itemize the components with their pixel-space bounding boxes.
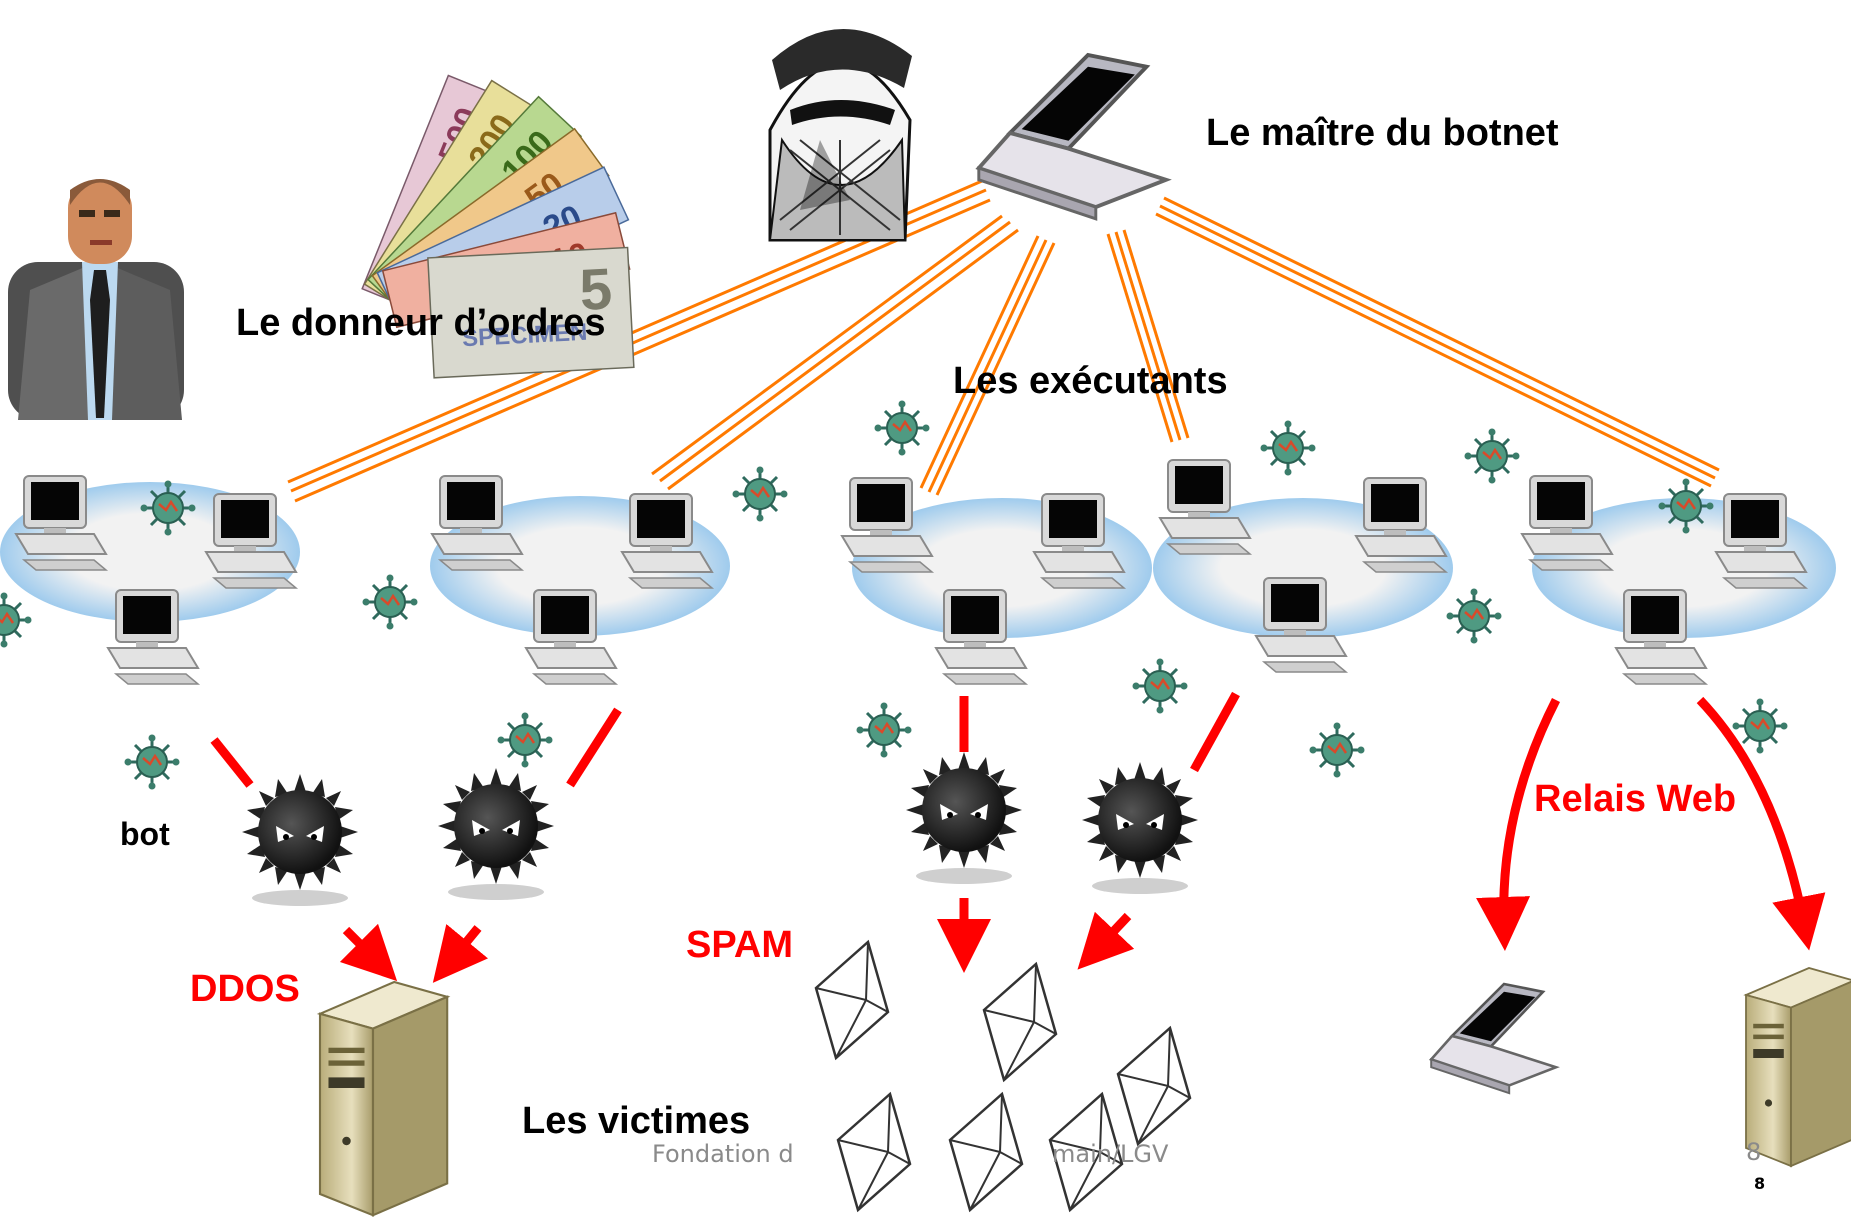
- virus-icon: [873, 399, 931, 457]
- victims-label: Les victimes: [522, 1100, 751, 1142]
- sponsor-label: Le donneur d’ordres: [236, 302, 606, 344]
- botnet-master-hacker-illustration: [768, 28, 912, 242]
- footer-left-text: Fondation d: [652, 1140, 794, 1168]
- victim-server-ddos: [318, 980, 449, 1217]
- virus-icon: [496, 711, 554, 769]
- attack-line: [210, 737, 254, 788]
- malware-bot-icon: [438, 768, 554, 900]
- master-laptop-icon: [976, 53, 1168, 221]
- virus-icon: [1308, 721, 1366, 779]
- attack-arrow: [432, 923, 489, 983]
- malware-bot-icon: [1082, 762, 1198, 894]
- slide-number-small: 8: [1754, 1174, 1766, 1193]
- relay-arrow-left: [1476, 697, 1561, 951]
- bot-network-3: [841, 477, 1152, 685]
- ddos-label: DDOS: [190, 968, 300, 1010]
- envelope-icon: [1116, 1026, 1192, 1146]
- envelope-icon: [948, 1092, 1024, 1212]
- banknote-5: 5: [578, 256, 614, 323]
- sponsor-person-illustration: [8, 179, 184, 420]
- spam-envelopes: [814, 940, 1192, 1212]
- attack-arrow: [1077, 911, 1135, 970]
- victim-laptop-relay: [1429, 982, 1558, 1095]
- envelope-icon: [836, 1092, 912, 1212]
- botnet-master-label: Le maître du botnet: [1206, 112, 1559, 154]
- virus-icon: [1463, 427, 1521, 485]
- bot-networks: [0, 459, 1836, 685]
- envelope-icon: [814, 940, 890, 1060]
- victim-server-relay: [1745, 967, 1851, 1167]
- specimen-stamp: SPECIMEN: [461, 319, 588, 353]
- virus-icon: [1131, 657, 1189, 715]
- bot-label: bot: [120, 816, 170, 852]
- slide-number: 8: [1746, 1138, 1762, 1166]
- link-to-group-2: [651, 214, 1019, 491]
- relay-arrow-right: [1696, 696, 1826, 951]
- link-to-group-3: [919, 235, 1056, 496]
- bot-network-1: [0, 475, 300, 685]
- link-to-group-5: [1155, 196, 1720, 488]
- relay-web-label: Relais Web: [1534, 778, 1737, 820]
- footer-right-text: main/LGV: [1052, 1140, 1169, 1168]
- spam-label: SPAM: [686, 924, 793, 966]
- virus-icon: [1445, 587, 1503, 645]
- link-to-group-4: [1106, 229, 1190, 443]
- attack-line: [1190, 691, 1240, 773]
- virus-icon: [855, 701, 913, 759]
- attack-arrows: [210, 691, 1826, 983]
- virus-icon: [731, 465, 789, 523]
- malware-bot-icon: [906, 752, 1022, 884]
- virus-icon: [123, 733, 181, 791]
- malware-bots: [242, 752, 1198, 906]
- virus-icon: [1259, 419, 1317, 477]
- virus-icon: [0, 591, 33, 649]
- attack-arrow: [339, 923, 398, 982]
- envelope-icon: [982, 962, 1058, 1082]
- executors-label: Les exécutants: [953, 360, 1228, 402]
- banknotes-fan: 500 200 100 50 20 10 5 SPECIMEN: [361, 74, 635, 379]
- attack-line: [566, 707, 622, 788]
- bot-network-2: [430, 475, 730, 685]
- malware-bot-icon: [242, 774, 358, 906]
- bot-network-4: [1153, 459, 1453, 673]
- virus-icon: [361, 573, 419, 631]
- bot-network-5: [1521, 475, 1836, 685]
